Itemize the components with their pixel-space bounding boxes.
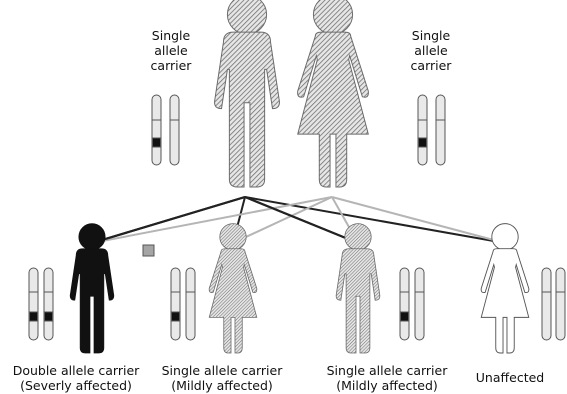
- child-1-label: Double allele carrier (Severly affected): [6, 363, 146, 393]
- father-label-line-3: carrier: [142, 58, 200, 73]
- mother-label-line-1: Single: [402, 28, 460, 43]
- chromosome-band: [401, 312, 409, 321]
- chromosome: [436, 95, 445, 165]
- father-label: Single allele carrier: [142, 28, 200, 73]
- marker-square: [143, 245, 154, 256]
- mother-label: Single allele carrier: [402, 28, 460, 73]
- child-4-chromosomes: [542, 268, 565, 340]
- father-label-line-1: Single: [142, 28, 200, 43]
- child-4-label: Unaffected: [470, 370, 550, 385]
- father-chromosomes: [152, 95, 179, 165]
- child-3-chromosomes: [400, 268, 424, 340]
- mother-line-child-1: [92, 197, 332, 243]
- child-2-label: Single allele carrier (Mildly affected): [152, 363, 292, 393]
- father-label-line-2: allele: [142, 43, 200, 58]
- child-1-status: Double allele carrier: [6, 363, 146, 378]
- mother-lines: [92, 197, 505, 243]
- child-3-figure: [336, 224, 380, 353]
- chromosome-band: [419, 138, 427, 147]
- child-1-figure: [70, 224, 114, 353]
- mother-figure: [298, 0, 369, 187]
- child-4-figure: [481, 224, 529, 353]
- father-figure: [215, 0, 280, 187]
- mother-chromosomes: [418, 95, 445, 165]
- child-2-effect: (Mildly affected): [152, 378, 292, 393]
- chromosome-band: [45, 312, 53, 321]
- child-4-status: Unaffected: [470, 370, 550, 385]
- child-2-figure: [209, 224, 257, 353]
- child-2-chromosomes: [171, 268, 195, 340]
- child-1-chromosomes: [29, 268, 53, 340]
- child-3-label: Single allele carrier (Mildly affected): [317, 363, 457, 393]
- child-2-status: Single allele carrier: [152, 363, 292, 378]
- chromosome-band: [153, 138, 161, 147]
- child-3-effect: (Mildly affected): [317, 378, 457, 393]
- chromosome: [152, 95, 161, 165]
- chromosome-band: [172, 312, 180, 321]
- chromosome-band: [30, 312, 38, 321]
- mother-label-line-3: carrier: [402, 58, 460, 73]
- chromosome: [418, 95, 427, 165]
- mother-label-line-2: allele: [402, 43, 460, 58]
- child-1-effect: (Severly affected): [6, 378, 146, 393]
- chromosome: [170, 95, 179, 165]
- child-3-status: Single allele carrier: [317, 363, 457, 378]
